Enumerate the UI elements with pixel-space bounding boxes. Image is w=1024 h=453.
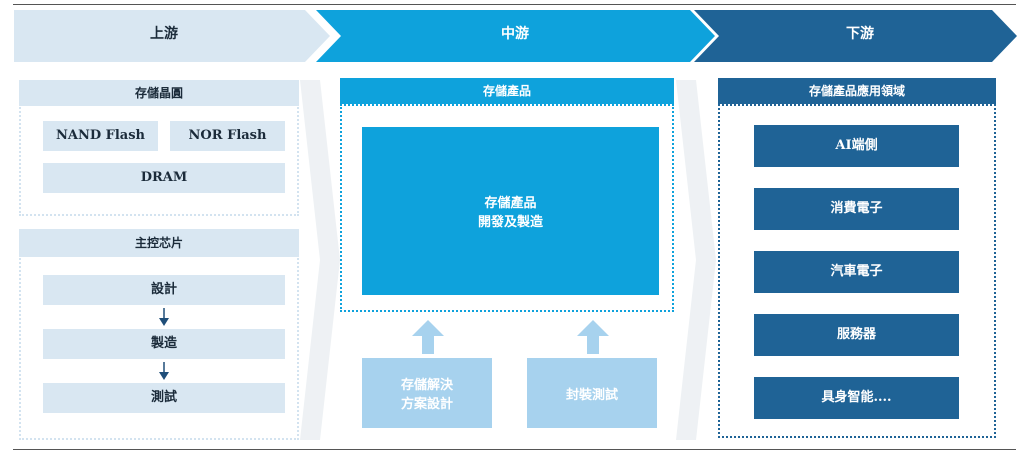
controller-title: 主控芯片 [19,229,299,257]
up-arrow-icon [577,320,609,354]
bottom-rule [13,449,1016,450]
wafer-item-nor-flash: NOR Flash [170,121,285,151]
core-line-1: 存儲產品 [484,196,537,211]
midstream-chevron [316,10,715,62]
solution-design-box: 存儲解決 方案設計 [362,358,492,428]
midstream-title: 存儲產品 [340,78,674,104]
application-automotive-electronics: 汽車電子 [754,251,959,293]
background-chevron-2 [676,80,716,440]
midstream-label: 中游 [501,26,529,42]
up-arrow-icon [412,320,444,354]
downstream-title: 存儲產品應用領域 [718,78,996,104]
stage-band [14,10,1017,62]
application-embodied-intelligence: 具身智能.... [754,377,959,419]
downstream-label: 下游 [846,26,874,42]
controller-step-design: 設計 [43,275,285,305]
downstream-dotted-frame [718,104,996,438]
wafer-item-nand-flash: NAND Flash [43,121,158,151]
midstream-core-box: 存儲產品 開發及製造 [362,127,659,295]
upstream-label: 上游 [150,26,178,42]
controller-step-test: 測試 [43,383,285,413]
application-ai-edge: AI端側 [754,125,959,167]
down-arrow-icon [159,362,169,380]
down-arrow-icon [159,308,169,326]
application-consumer-electronics: 消費電子 [754,188,959,230]
wafer-item-dram: DRAM [43,163,285,193]
solution-line-1: 存儲解決 [400,378,453,393]
application-servers: 服務器 [754,314,959,356]
upstream-chevron [14,10,330,62]
downstream-chevron [694,10,1017,62]
top-rule [13,4,1016,5]
solution-line-2: 方案設計 [400,397,453,412]
background-chevron-1 [300,80,340,440]
midstream-dotted-frame [340,104,674,312]
core-line-2: 開發及製造 [477,215,543,230]
packaging-test-box: 封裝測試 [527,358,657,428]
packaging-label: 封裝測試 [565,387,618,403]
wafer-title: 存儲晶圓 [19,80,299,106]
controller-step-manufacture: 製造 [43,329,285,359]
